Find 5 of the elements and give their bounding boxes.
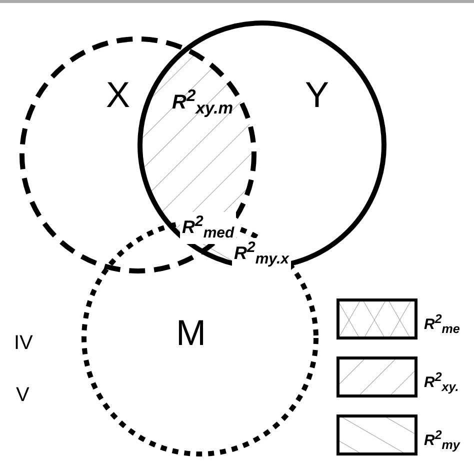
set-label: M <box>176 315 206 351</box>
set-label: Y <box>305 77 330 113</box>
side-label: V <box>16 384 30 407</box>
set-label: X <box>106 77 130 113</box>
side-label: IV <box>14 332 33 355</box>
